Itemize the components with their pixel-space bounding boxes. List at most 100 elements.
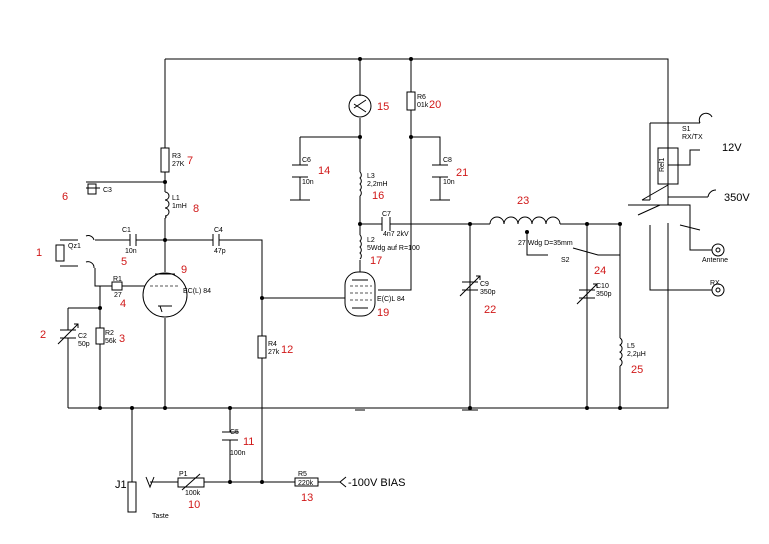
ref-20: 20 xyxy=(429,99,441,111)
label-r3-val: 27K xyxy=(172,161,185,168)
label-c10-val: 350p xyxy=(596,291,612,298)
label-c2: C2 xyxy=(78,333,87,340)
label-j1: J1 xyxy=(115,479,127,491)
ref-21: 21 xyxy=(456,167,468,179)
label-r4-val: 27k xyxy=(268,349,280,356)
ref-7: 7 xyxy=(187,155,193,167)
resistor-r3 xyxy=(160,147,170,173)
label-l5: L5 xyxy=(627,343,635,350)
ref-8: 8 xyxy=(193,203,199,215)
capacitor-c4 xyxy=(212,234,220,246)
label-l2-val: 5Wdg auf R=100 xyxy=(367,245,420,252)
ref-11: 11 xyxy=(243,436,254,448)
ref-25: 25 xyxy=(631,364,643,376)
ground-symbols xyxy=(290,199,478,411)
ref-14: 14 xyxy=(318,165,330,177)
part-labels: Qz1 C1 10n R1 27 C2 50p R2 56k C3 R3 27K… xyxy=(68,94,728,520)
capacitor-c3 xyxy=(86,181,100,195)
label-c8-val: 10n xyxy=(443,179,455,186)
crystal-qz1 xyxy=(55,235,95,269)
label-c6: C6 xyxy=(302,157,311,164)
wires xyxy=(67,58,712,483)
label-c4-val: 47p xyxy=(214,248,226,255)
capacitor-c6 xyxy=(292,164,308,178)
inductor-l3 xyxy=(359,171,362,197)
label-r1-val: 27 xyxy=(114,292,122,299)
connector-rx[interactable] xyxy=(711,283,725,297)
connector-antenne[interactable] xyxy=(711,243,725,257)
label-c9-val: 350p xyxy=(480,289,496,296)
bias-input xyxy=(339,476,347,488)
label-l2: L2 xyxy=(367,237,375,244)
ref-4: 4 xyxy=(120,298,126,310)
label-l4: 27 Wdg D=35mm xyxy=(518,240,573,247)
label-c2-val: 50p xyxy=(78,341,90,348)
ref-12: 12 xyxy=(281,344,293,356)
label-tube2: E(C)L 84 xyxy=(377,296,405,303)
label-12v: 12V xyxy=(722,142,742,154)
label-c1: C1 xyxy=(122,227,131,234)
tank-coil-l4 xyxy=(489,216,561,225)
label-c7-val: 4n7 2kV xyxy=(383,231,409,238)
label-c1-val: 10n xyxy=(125,248,137,255)
potentiometer-p1[interactable] xyxy=(177,473,205,491)
ref-15: 15 xyxy=(377,101,389,113)
connector-350v[interactable] xyxy=(707,189,717,198)
label-bias: -100V BIAS xyxy=(348,477,405,489)
junctions xyxy=(98,57,622,484)
ref-22: 22 xyxy=(484,304,496,316)
ref-24: 24 xyxy=(594,265,606,277)
resistor-r5 xyxy=(294,477,319,487)
label-tube1: EC(L) 84 xyxy=(183,288,211,295)
label-r6: R6 xyxy=(417,94,426,101)
resistor-r4 xyxy=(257,335,267,359)
label-c8: C8 xyxy=(443,157,452,164)
label-rx: RX xyxy=(710,280,720,287)
ref-1: 1 xyxy=(36,247,42,259)
label-c3: C3 xyxy=(103,187,112,194)
label-r5-val: 220k xyxy=(298,480,314,487)
label-s1: S1 xyxy=(682,126,691,133)
variable-capacitor-c10[interactable] xyxy=(576,283,598,305)
tube-ecl84-triode xyxy=(142,272,188,318)
label-p1-val: 100k xyxy=(185,490,201,497)
ref-13: 13 xyxy=(301,492,313,504)
label-r2-val: 56k xyxy=(105,338,117,345)
label-r1: R1 xyxy=(113,276,122,283)
label-r6-val: 01k xyxy=(417,102,429,109)
ref-3: 3 xyxy=(119,333,125,345)
label-l1-val: 1mH xyxy=(172,203,187,210)
ref-2: 2 xyxy=(40,329,46,341)
coil-tap xyxy=(525,230,529,234)
label-qz1: Qz1 xyxy=(68,243,81,250)
ref-19: 19 xyxy=(377,307,389,319)
label-l5-val: 2,2µH xyxy=(627,351,646,358)
ref-6: 6 xyxy=(62,191,68,203)
label-s1-val: RX/TX xyxy=(682,134,703,141)
inductor-l2 xyxy=(359,234,362,260)
capacitor-c1 xyxy=(129,234,137,246)
label-c6-val: 10n xyxy=(302,179,314,186)
label-350v: 350V xyxy=(724,192,750,204)
ref-10: 10 xyxy=(188,499,200,511)
ref-23: 23 xyxy=(517,195,529,207)
label-l3: L3 xyxy=(367,173,375,180)
relay-rel1 xyxy=(641,147,679,201)
label-r5: R5 xyxy=(298,471,307,478)
label-c4: C4 xyxy=(214,227,223,234)
taste-jack[interactable] xyxy=(127,476,155,513)
label-r4: R4 xyxy=(268,341,277,348)
label-r2: R2 xyxy=(105,330,114,337)
variable-capacitor-c9[interactable] xyxy=(459,275,481,297)
capacitor-c8 xyxy=(432,164,448,178)
inductor-l1 xyxy=(164,191,170,219)
label-c5: C5 xyxy=(230,429,239,436)
connector-12v[interactable] xyxy=(698,112,713,124)
label-l3-val: 2,2mH xyxy=(367,181,388,188)
reference-numbers: 1 2 3 4 5 6 7 8 9 10 11 12 13 14 15 16 1… xyxy=(36,99,643,511)
tube-ecl84-pentode xyxy=(344,271,376,317)
label-taste: Taste xyxy=(152,513,169,520)
ref-9: 9 xyxy=(181,264,187,276)
